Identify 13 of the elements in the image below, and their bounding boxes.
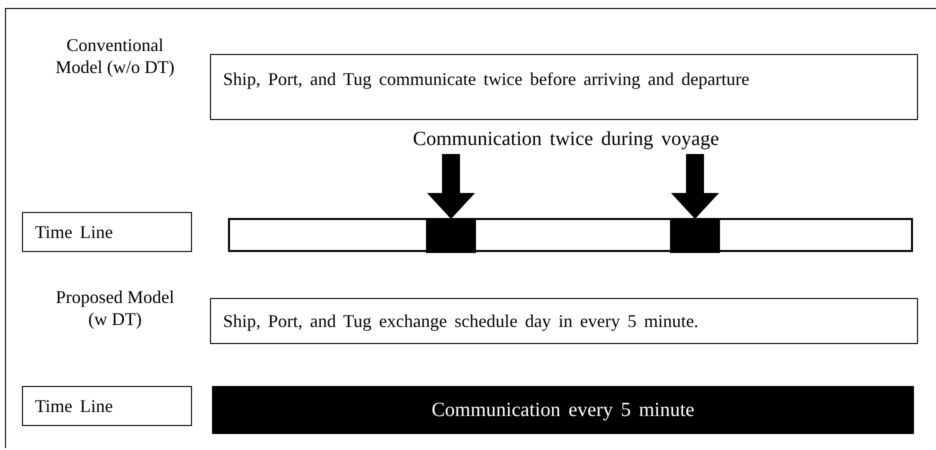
label-box: Time Line — [22, 212, 192, 252]
arrow — [671, 154, 719, 219]
timeline-bar — [228, 218, 913, 252]
model-label: Proposed Model (w DT) — [55, 286, 175, 330]
description-box: Ship, Port, and Tug exchange schedule day in every 5 minute. — [210, 298, 918, 344]
timeline-bar: Communication every 5 minute — [212, 386, 914, 434]
description-box: Ship, Port, and Tug communicate twice before arriving and departure — [210, 54, 918, 120]
caption-text: Communication twice during voyage — [366, 126, 766, 152]
arrow — [427, 154, 475, 219]
communication-block — [426, 219, 476, 253]
model-label: Conventional Model (w/o DT) — [55, 34, 175, 78]
communication-block — [670, 219, 720, 253]
label-box: Time Line — [22, 386, 192, 426]
